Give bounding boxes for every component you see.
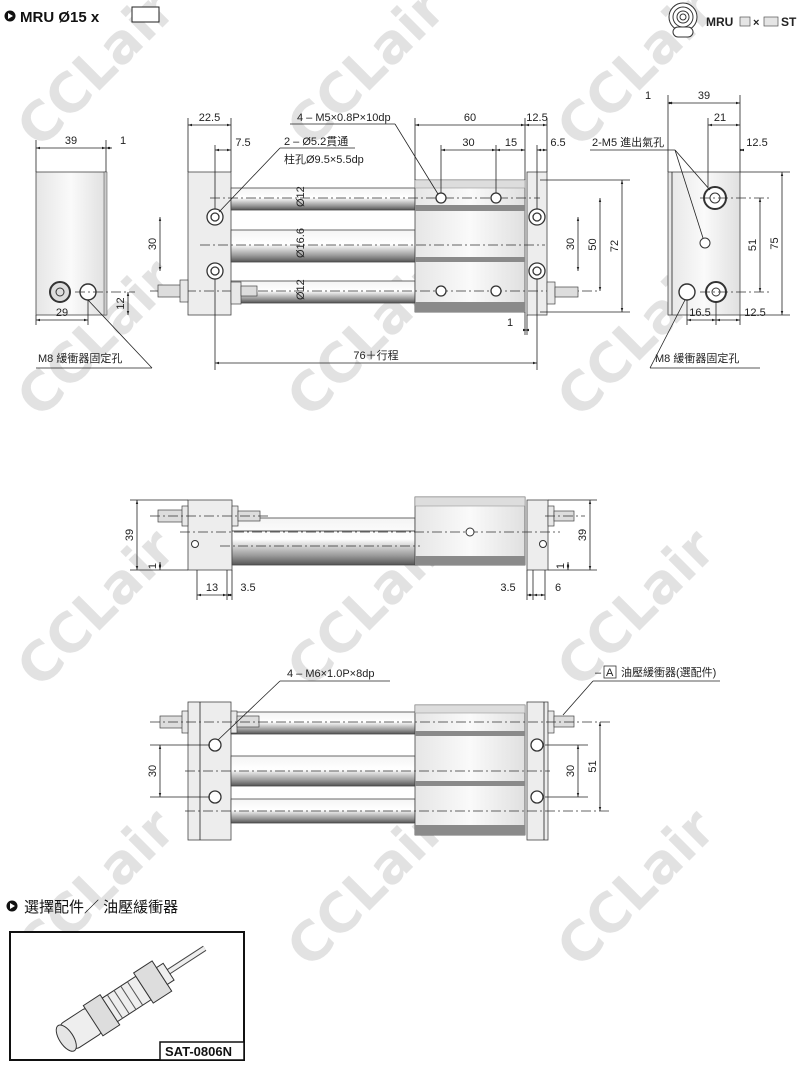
dimension-label: 39 — [124, 529, 136, 541]
dimension-label: 75 — [769, 237, 781, 249]
dimension-label: 21 — [714, 112, 726, 124]
model-code-suffix: ST — [781, 15, 797, 29]
dimension-label: 39 — [65, 135, 77, 147]
bumper-tag: A — [606, 667, 614, 679]
dimension-label: 50 — [587, 238, 599, 250]
watermark-text: CCLair — [545, 0, 728, 159]
model-code-prefix: MRU — [706, 15, 733, 29]
dimension-label: 30 — [147, 765, 159, 777]
left-end-view: M8 緩衝器固定孔 — [35, 171, 153, 369]
accessory-section: 選擇配件／ 油壓緩衝器 SAT-0806N — [6, 899, 245, 1061]
dimension-label: 30 — [147, 238, 159, 250]
dimension-label: 72 — [609, 240, 621, 252]
stroke-input-box — [131, 6, 160, 23]
dimension-label: 7.5 — [235, 137, 250, 149]
dimension-label: 6.5 — [550, 137, 565, 149]
hydraulic-bumper-image — [55, 945, 207, 1052]
dimension-label: 13 — [206, 582, 218, 594]
dimension-label: 22.5 — [199, 112, 220, 124]
through-hole-note: 2 – Ø5.2貫通 — [284, 135, 348, 148]
note-dash: – — [595, 667, 602, 679]
dimension-label: 1 — [555, 563, 567, 569]
dimension-label: 6 — [555, 582, 561, 594]
right-bumper-hole-note: M8 緩衝器固定孔 — [655, 351, 739, 365]
cylinder-bore-icon — [668, 2, 698, 38]
dimension-label: 39 — [577, 529, 589, 541]
page-header: MRU Ø15 x MRU × ST — [4, 2, 797, 38]
hydraulic-bumper-note: 油壓緩衝器(選配件) — [621, 665, 716, 679]
watermark-text: CCLair — [5, 516, 188, 699]
dimension-label: 12 — [115, 297, 127, 309]
tap-hole-note-m6: 4 – M6×1.0P×8dp — [287, 668, 374, 680]
dimension-label: 1 — [120, 135, 126, 147]
dimension-label: 12.5 — [746, 137, 767, 149]
dimension-label: 30 — [462, 137, 474, 149]
tap-hole-note: 4 – M5×0.8P×10dp — [297, 112, 391, 124]
rod-upper-diameter: Ø12 — [295, 186, 307, 207]
dimension-label: 1 — [507, 317, 513, 329]
dimension-label: 3.5 — [240, 582, 255, 594]
counterbore-note: 柱孔Ø9.5×5.5dp — [284, 152, 364, 166]
accessory-model: SAT-0806N — [165, 1044, 232, 1059]
watermark-text: CCLair — [545, 796, 728, 979]
dimension-label: 3.5 — [500, 582, 515, 594]
dimension-label: 12.5 — [744, 307, 765, 319]
side-view — [150, 496, 585, 571]
rod-middle-diameter: Ø16.6 — [295, 228, 307, 258]
dimension-label: 51 — [587, 760, 599, 772]
dimension-label: 30 — [565, 238, 577, 250]
dimension-label: 1 — [147, 563, 159, 569]
page-title: MRU Ø15 x — [20, 9, 100, 26]
dimension-label: 51 — [747, 239, 759, 251]
air-port-note: 2-M5 進出氣孔 — [592, 135, 664, 149]
dimension-label: 1 — [645, 90, 651, 102]
dimension-label: 12.5 — [526, 112, 547, 124]
rod-lower-diameter: Ø12 — [295, 279, 307, 300]
model-code-times: × — [753, 17, 759, 29]
bottom-view: 4 – M6×1.0P×8dp – A 油壓緩衝器(選配件) — [150, 665, 720, 841]
dimension-label: 16.5 — [689, 307, 710, 319]
main-front-view: Ø12 Ø16.6 Ø12 4 – M5×0.8P×10dp 2 – Ø5.2貫… — [150, 112, 600, 316]
dimension-label: 29 — [56, 307, 68, 319]
dimension-label: 15 — [505, 137, 517, 149]
left-bumper-hole-note: M8 緩衝器固定孔 — [38, 351, 122, 365]
dimension-label: 39 — [698, 90, 710, 102]
dimension-label: 30 — [565, 765, 577, 777]
accessory-title: 選擇配件／ 油壓緩衝器 — [24, 899, 178, 916]
dimension-layer: 39 1 29 22.5 7.5 60 12.5 30 15 6.5 1 76＋行程 1 39 21 12.5… — [35, 90, 790, 811]
dimension-label: 76＋行程 — [353, 349, 398, 362]
dimension-label: 60 — [464, 112, 476, 124]
